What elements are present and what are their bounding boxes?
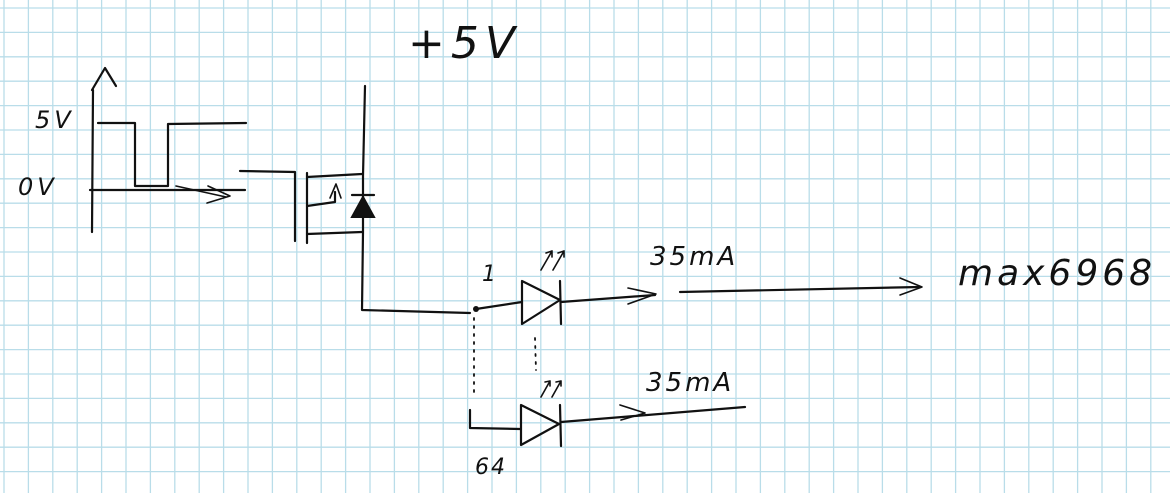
source-connection <box>305 230 364 236</box>
gate-lead <box>238 169 297 243</box>
led-last-anode-wire <box>468 408 522 431</box>
square-wave <box>96 121 248 188</box>
current-last-label: 35mA <box>646 368 734 398</box>
driver-line <box>678 285 922 294</box>
ellipsis-dots-middle <box>534 337 537 371</box>
current-last-arrow <box>619 404 646 421</box>
input-signal-plot: 5V 0V <box>18 66 248 234</box>
signal-high-label: 5V <box>35 106 75 134</box>
drain-connection <box>305 172 364 179</box>
current-first-arrow <box>627 287 657 305</box>
signal-axis-vertical <box>90 88 95 234</box>
signal-arrow <box>175 185 231 204</box>
led-branch-first: 1 35mA max6968 <box>473 242 1156 326</box>
led-last-output-wire <box>559 405 747 424</box>
supply-rail <box>360 84 472 315</box>
mosfet-switch <box>238 84 472 315</box>
signal-low-label: 0V <box>18 173 58 201</box>
led-first-body <box>520 279 562 326</box>
body-connection <box>305 190 337 208</box>
driver-arrow <box>899 277 923 296</box>
body-diode-symbol <box>350 194 376 218</box>
body-arrow <box>329 183 342 199</box>
led-last-index-label: 64 <box>475 455 507 480</box>
signal-axis-arrowhead <box>90 66 118 92</box>
led-last-light-arrows <box>540 380 562 398</box>
led-branch-last: 64 35mA <box>468 368 747 480</box>
led-last-body <box>519 403 561 447</box>
led-first-output-wire <box>559 293 657 304</box>
current-first-label: 35mA <box>650 242 738 272</box>
led-first-index-label: 1 <box>482 262 498 287</box>
led-array-ellipsis <box>473 317 537 393</box>
supply-voltage-label: +5V <box>408 18 521 69</box>
led-first-light-arrows <box>540 250 565 271</box>
led-first-anode-wire <box>474 300 524 311</box>
driver-label: max6968 <box>958 253 1156 294</box>
led-last-cathode-bar <box>558 403 563 448</box>
